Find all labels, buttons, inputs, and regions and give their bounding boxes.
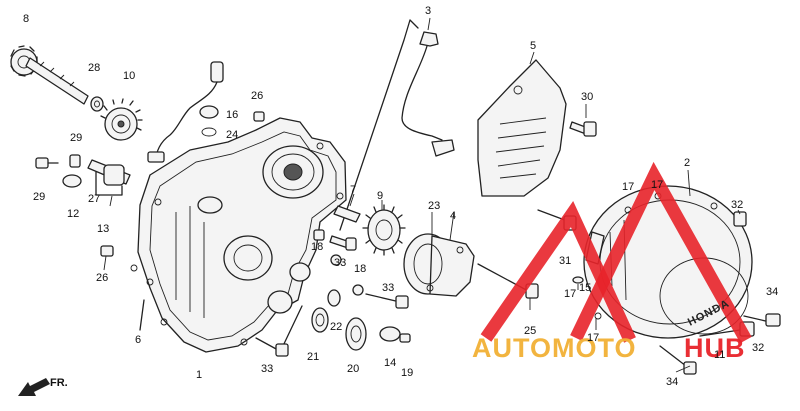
part-label: 9 bbox=[377, 190, 383, 202]
part-label: 25 bbox=[524, 325, 536, 337]
part-label: 23 bbox=[428, 200, 440, 212]
part-label: 32 bbox=[752, 342, 764, 354]
shift-drum-gear-10 bbox=[100, 98, 143, 141]
part-label: 33 bbox=[261, 363, 273, 375]
part-label: 30 bbox=[581, 91, 593, 103]
bolt-33-upper bbox=[313, 229, 357, 266]
part-label: 34 bbox=[666, 376, 678, 388]
crankcase-cover-1 bbox=[130, 117, 347, 353]
part-label: 32 bbox=[731, 199, 743, 211]
watermark-text-right: HUB bbox=[684, 333, 746, 363]
part-label: 31 bbox=[559, 255, 571, 267]
part-label: 11 bbox=[714, 349, 725, 361]
part-label: 18 bbox=[311, 241, 323, 253]
part-label: 7 bbox=[350, 184, 356, 196]
dowel-pin-26 bbox=[253, 111, 265, 122]
part-label: 24 bbox=[226, 129, 238, 141]
crankshaft-cap-4-23 bbox=[403, 233, 475, 297]
part-label: 17 bbox=[587, 332, 599, 344]
part-label: 29 bbox=[70, 132, 82, 144]
bolt-29-left bbox=[35, 157, 59, 169]
part-label: 21 bbox=[307, 351, 319, 363]
part-label: 13 bbox=[97, 223, 109, 235]
part-number-labels: 8 28 10 26 16 24 29 29 12 27 13 26 6 1 3… bbox=[23, 5, 778, 388]
cover-bolts-right bbox=[572, 211, 781, 375]
part-label: 8 bbox=[23, 13, 29, 25]
part-label: 5 bbox=[530, 40, 536, 52]
front-direction-arrow: FR. bbox=[18, 377, 68, 396]
part-label: 16 bbox=[226, 109, 238, 121]
dowel-pin-7 bbox=[333, 205, 361, 223]
part-label: 15 bbox=[579, 282, 591, 294]
clutch-cable-bracket-3 bbox=[339, 19, 455, 231]
part-label: 29 bbox=[33, 191, 45, 203]
sprocket-cover-5 bbox=[477, 59, 567, 197]
part-label: 33 bbox=[382, 282, 394, 294]
oil-seal-28 bbox=[90, 96, 104, 112]
oil-pump-gear-9 bbox=[362, 204, 406, 256]
part-label: 6 bbox=[135, 334, 141, 346]
neutral-switch-wire bbox=[147, 61, 224, 163]
part-label: 17 bbox=[622, 181, 634, 193]
gearshift-spindle bbox=[10, 45, 89, 105]
stopper-arm-assembly bbox=[62, 154, 131, 196]
part-label: 10 bbox=[123, 70, 135, 82]
part-label: 33 bbox=[334, 257, 346, 269]
bolt-33-bottom bbox=[255, 337, 289, 357]
watermark-logo: AUTOMOTO HUB bbox=[472, 161, 752, 363]
part-label: 14 bbox=[384, 357, 396, 369]
watermark-text-left: AUTOMOTO bbox=[472, 333, 637, 363]
part-label: 28 bbox=[88, 62, 100, 74]
part-label: 3 bbox=[425, 5, 431, 17]
leader-lines bbox=[103, 17, 741, 373]
front-arrow-label: FR. bbox=[50, 377, 68, 389]
oil-seals-lower bbox=[311, 284, 411, 351]
dowel-pin-26-lower bbox=[100, 245, 114, 257]
part-label: 17 bbox=[651, 179, 663, 191]
part-label: 1 bbox=[196, 369, 202, 381]
part-label: 19 bbox=[401, 367, 413, 379]
part-label: 2 bbox=[684, 157, 690, 169]
part-label: 27 bbox=[88, 193, 100, 205]
part-label: 34 bbox=[766, 286, 778, 298]
part-label: 20 bbox=[347, 363, 359, 375]
part-label: 22 bbox=[330, 321, 342, 333]
part-label: 4 bbox=[450, 210, 456, 222]
part-label: 26 bbox=[251, 90, 263, 102]
part-label: 12 bbox=[67, 208, 79, 220]
bolt-30 bbox=[569, 121, 597, 137]
part-label: 17 bbox=[564, 288, 576, 300]
part-label: 18 bbox=[354, 263, 366, 275]
part-label: 26 bbox=[96, 272, 108, 284]
